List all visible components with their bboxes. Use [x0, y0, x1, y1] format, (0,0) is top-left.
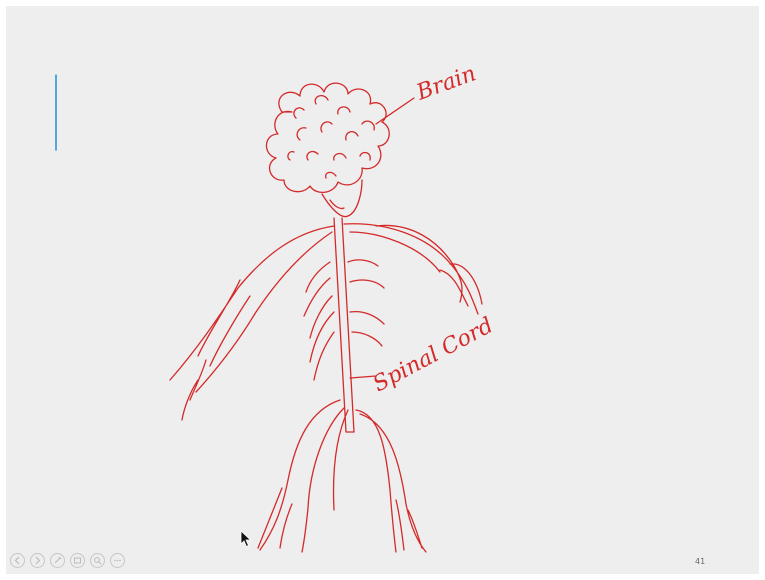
magnifier-icon: [93, 556, 102, 565]
more-options-button[interactable]: [110, 553, 125, 568]
zoom-button[interactable]: [90, 553, 105, 568]
spinal-cord: [334, 218, 354, 432]
left-arm-nerves: [170, 226, 334, 420]
mouse-cursor-icon: [240, 530, 252, 548]
brain-pointer-line: [376, 98, 414, 124]
brain-label: Brain: [413, 61, 480, 106]
pen-icon: [53, 556, 62, 565]
chevron-right-icon: [33, 556, 42, 565]
prev-slide-button[interactable]: [10, 553, 25, 568]
next-slide-button[interactable]: [30, 553, 45, 568]
slides-overview-button[interactable]: [70, 553, 85, 568]
page-number: 41: [695, 557, 705, 566]
slides-icon: [73, 556, 82, 565]
brain-curls: [288, 96, 374, 178]
right-arm-nerves: [344, 224, 482, 314]
pen-tool-button[interactable]: [50, 553, 65, 568]
leg-nerves: [258, 400, 426, 552]
slideshow-controls: [10, 553, 125, 568]
intercostal-nerves: [304, 260, 384, 380]
spinal-cord-label: Spinal Cord: [369, 313, 497, 397]
brainstem: [322, 180, 362, 217]
chevron-left-icon: [13, 556, 22, 565]
ellipsis-icon: [113, 556, 122, 565]
